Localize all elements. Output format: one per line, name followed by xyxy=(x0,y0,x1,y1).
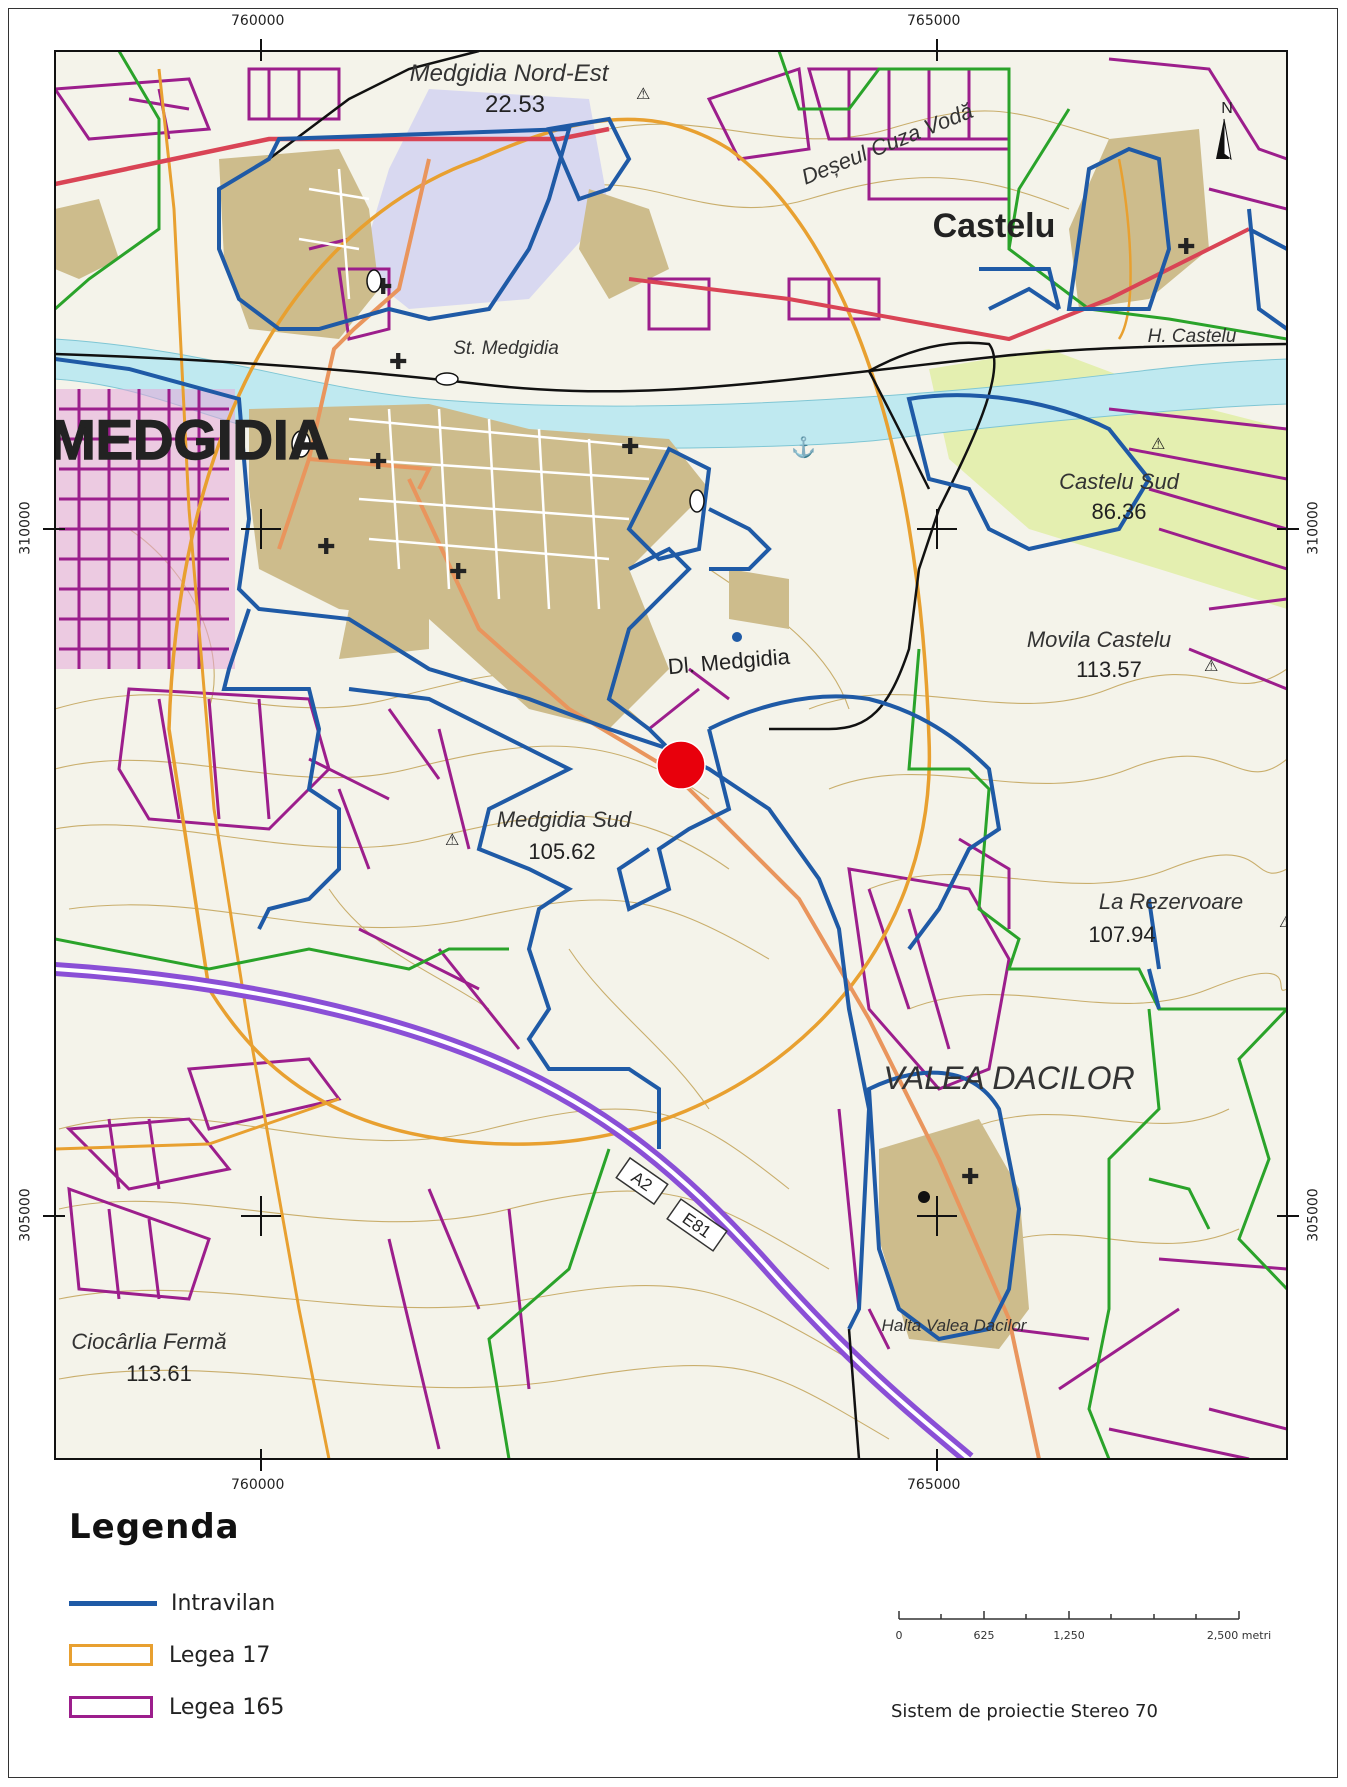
intravilan-boundaries xyxy=(55,116,1287,1342)
road-red-2 xyxy=(628,227,1250,342)
label-medgidia-nord-est: Medgidia Nord-Est xyxy=(410,60,610,87)
grid-label-x-top-2: 765000 xyxy=(907,13,961,29)
svg-text:✚: ✚ xyxy=(389,349,407,374)
svg-text:⚠: ⚠ xyxy=(1279,914,1293,931)
legend-swatch-legea17 xyxy=(69,1644,153,1666)
place-labels: Medgidia Nord-Est 22.53 Deșeul Cuza Vodă… xyxy=(49,60,1243,1480)
map-symbols: ✚ ✚ ✚ ✚ ✚ ✚ ✚ ✚ ⚓ ⚠ ⚠ ⚠ ⚠ ⚠ xyxy=(291,86,1293,1203)
label-castelu-sud: Castelu Sud xyxy=(1059,469,1180,494)
svg-text:⚠: ⚠ xyxy=(1204,658,1218,675)
road-orange xyxy=(277,158,1041,1459)
north-arrow: N xyxy=(1216,100,1233,161)
north-label: N xyxy=(1221,100,1233,117)
legend-title: Legenda xyxy=(69,1507,240,1547)
scale-label-2500: 2,500 metri xyxy=(1206,1629,1272,1642)
grid-label-x-bottom-2: 765000 xyxy=(907,1477,961,1493)
label-st-medgidia: St. Medgidia xyxy=(453,338,559,359)
legend-label: Legea 165 xyxy=(169,1694,285,1720)
scale-label-1250: 1,250 xyxy=(1053,1629,1085,1642)
label-halta-valea-dacilor: Halta Valea Dacilor xyxy=(882,1316,1028,1335)
label-la-rezervoare: La Rezervoare xyxy=(1099,889,1243,914)
road-shields: A2 E81 xyxy=(615,1156,728,1252)
svg-text:✚: ✚ xyxy=(1177,234,1195,259)
label-h-castelu: H. Castelu xyxy=(1148,326,1237,347)
built-up-areas xyxy=(55,129,1209,1349)
dense-parcel-grid xyxy=(55,57,1287,1459)
label-medgidia-town: MEDGIDIA xyxy=(49,408,329,471)
grid-label-y-left-1: 310000 xyxy=(17,501,34,555)
svg-text:⚠: ⚠ xyxy=(1151,436,1165,453)
scale-bar: 0 625 1,250 2,500 metri xyxy=(889,1607,1272,1657)
legend-item-legea165: Legea 165 xyxy=(69,1691,284,1723)
scale-label-0: 0 xyxy=(895,1629,903,1642)
label-medgidia-sud: Medgidia Sud xyxy=(497,807,632,832)
grid-label-y-right-1: 310000 xyxy=(1305,501,1322,555)
map-canvas[interactable]: ✚ ✚ ✚ ✚ ✚ ✚ ✚ ✚ ⚓ ⚠ ⚠ ⚠ ⚠ ⚠ xyxy=(9,9,1339,1509)
label-ciocarlia-ferma: Ciocârlia Fermă xyxy=(71,1329,226,1354)
svg-text:✚: ✚ xyxy=(369,449,387,474)
admin-boundary-green xyxy=(55,51,1287,1459)
label-movila-galea: Movila Galea xyxy=(565,1455,693,1480)
label-medgidia-sud-alt: 105.62 xyxy=(528,839,595,864)
legend-item-intravilan: Intravilan xyxy=(69,1587,275,1619)
label-valea-dacilor: VALEA DACILOR xyxy=(883,1060,1134,1096)
map-frame: ✚ ✚ ✚ ✚ ✚ ✚ ✚ ✚ ⚓ ⚠ ⚠ ⚠ ⚠ ⚠ xyxy=(8,8,1338,1778)
legend-label: Intravilan xyxy=(171,1590,276,1616)
svg-text:✚: ✚ xyxy=(317,534,335,559)
grid-label-y-left-2: 305000 xyxy=(17,1188,34,1242)
anchor-icon: ⚓ xyxy=(791,435,816,459)
grid-label-x-top-1: 760000 xyxy=(231,13,285,29)
neatline xyxy=(54,50,1288,1460)
projection-label: Sistem de proiectie Stereo 70 xyxy=(891,1701,1158,1722)
lavender-area xyxy=(359,89,609,309)
svg-text:✚: ✚ xyxy=(449,559,467,584)
svg-text:⚠: ⚠ xyxy=(445,832,459,849)
svg-text:✚: ✚ xyxy=(961,1164,979,1189)
label-la-rezervoare-alt: 107.94 xyxy=(1088,922,1155,947)
site-marker[interactable] xyxy=(656,740,706,790)
road-red xyxy=(55,126,610,187)
legea17-road xyxy=(157,68,331,1459)
scale-label-625: 625 xyxy=(973,1629,995,1642)
legend-item-legea17: Legea 17 xyxy=(69,1639,270,1671)
contour-lines xyxy=(55,110,1287,1440)
label-movila-castelu: Movila Castelu xyxy=(1027,627,1171,652)
label-medgidia-nord-est-alt: 22.53 xyxy=(485,91,545,118)
legend-swatch-intravilan xyxy=(69,1600,157,1606)
legea17-boundary xyxy=(167,117,932,1146)
grid-ticks xyxy=(43,39,1299,1471)
label-movila-castelu-alt: 113.57 xyxy=(1076,657,1142,682)
railway xyxy=(55,51,1287,1459)
grid-label-x-bottom-1: 760000 xyxy=(231,1477,285,1493)
legend-swatch-legea165 xyxy=(69,1696,153,1718)
label-ciocarlia-alt: 113.61 xyxy=(126,1361,192,1386)
grid-label-y-right-2: 305000 xyxy=(1305,1188,1322,1242)
streets xyxy=(298,168,670,610)
legend-label: Legea 17 xyxy=(169,1642,271,1668)
label-castelu: Castelu xyxy=(933,207,1056,245)
triangulation-point-icon: ⚠ xyxy=(636,86,650,103)
label-castelu-sud-alt: 86.36 xyxy=(1091,499,1146,524)
grid-crosses xyxy=(241,509,957,1236)
svg-text:✚: ✚ xyxy=(621,434,639,459)
